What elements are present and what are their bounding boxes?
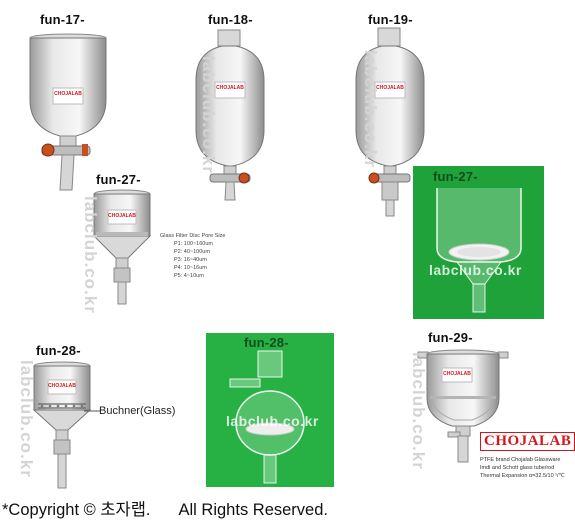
fun-27-photo-glass [436, 188, 522, 313]
fun-28-buchner-illustration: CHOJALAB [32, 361, 92, 489]
pore-size-row-p4: P4: 10~16um [174, 265, 207, 271]
pore-size-row-p3: P3: 16~40um [174, 257, 207, 263]
fun-27-photo-watermark: labclub.co.kr [429, 262, 522, 278]
watermark-fun-29: labclub.co.kr [409, 352, 428, 470]
brand-note-3: Thermal Expansion α=32.5/10 ¹/℃ [480, 473, 565, 479]
product-code-fun-28: fun-28- [36, 343, 81, 358]
pore-size-spec: Glass Filter Disc Pore Size P1: 100~160u… [160, 232, 225, 280]
watermark-fun-18: labclub.co.kr [199, 56, 218, 174]
buchner-leader-line [84, 410, 100, 412]
product-code-fun-27: fun-27- [96, 172, 141, 187]
product-code-fun-19: fun-19- [368, 12, 413, 27]
pore-size-row-p2: P2: 40~100um [174, 249, 210, 255]
fun-17-label-text: CHOJALAB [54, 91, 82, 97]
brand-note-2: Imdi and Schott glass tube/rod [480, 465, 555, 471]
fun-18-label-text: CHOJALAB [216, 85, 244, 91]
photo-code-fun-28: fun-28- [244, 335, 289, 350]
photo-code-fun-27: fun-27- [433, 169, 478, 184]
buchner-glass-label: Buchner(Glass) [99, 405, 176, 417]
copyright-rights: All Rights Reserved. [178, 501, 328, 519]
fun-18-funnel-illustration: CHOJALAB [195, 29, 265, 201]
pore-size-row-p5: P5: 4~10um [174, 273, 204, 279]
fun-29-funnel-illustration: CHOJALAB [417, 349, 509, 463]
copyright-owner: *Copyright © 초자랩. [2, 501, 151, 519]
fun-28-photo-watermark: labclub.co.kr [226, 413, 319, 429]
fun-19-funnel-illustration: CHOJALAB [355, 27, 425, 217]
product-code-fun-29: fun-29- [428, 330, 473, 345]
product-code-fun-17: fun-17- [40, 12, 85, 27]
fun-17-funnel-illustration: CHOJALAB [29, 33, 107, 191]
fun-27-photo: fun-27- labclub.co.kr [413, 166, 544, 319]
product-code-fun-18: fun-18- [208, 12, 253, 27]
copyright-line: *Copyright © 초자랩. All Rights Reserved. [2, 496, 328, 520]
brand-notes: PTFE brand Chojalab Glassware Imdi and S… [480, 456, 565, 480]
watermark-fun-27: labclub.co.kr [81, 196, 100, 314]
fun-27-funnel-illustration: CHOJALAB [92, 189, 152, 305]
fun-19-label-text: CHOJALAB [376, 85, 404, 91]
brand-logo-chojalab: CHOJALAB [480, 432, 575, 451]
fun-28-photo-glass [229, 350, 305, 484]
fun-28-photo: fun-28- labclub.co.kr [206, 333, 334, 487]
fun-28-label-text: CHOJALAB [48, 383, 76, 389]
pore-size-row-p1: P1: 100~160um [174, 241, 213, 247]
watermark-fun-28: labclub.co.kr [17, 360, 36, 478]
watermark-fun-19: labclub.co.kr [361, 50, 380, 168]
pore-size-spec-title: Glass Filter Disc Pore Size [160, 233, 226, 239]
fun-27-label-text: CHOJALAB [108, 213, 136, 219]
fun-29-label-text: CHOJALAB [443, 371, 471, 377]
brand-note-1: PTFE brand Chojalab Glassware [480, 457, 561, 463]
